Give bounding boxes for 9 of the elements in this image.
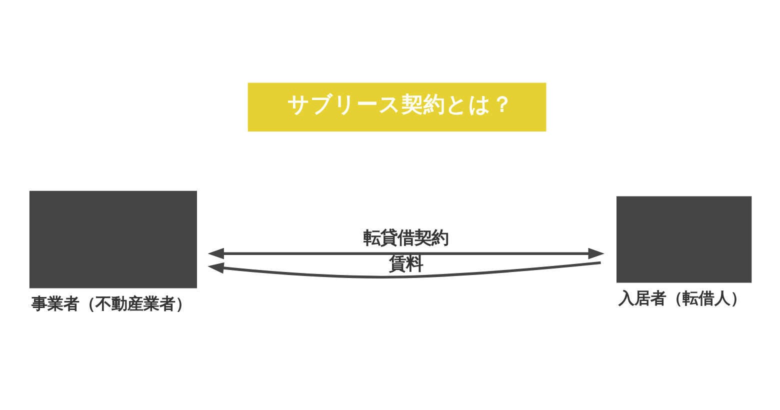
node-box <box>29 190 197 288</box>
node-label: 事業者（不動産業者） <box>32 293 192 312</box>
node-label: 入居者（転借人） <box>618 288 747 307</box>
edge-label: 転貸借契約 <box>364 228 449 248</box>
arrow <box>208 247 605 259</box>
node-box: サブリース契約とは？ <box>248 82 546 131</box>
arrow <box>208 260 601 278</box>
node-box <box>616 196 752 282</box>
edge-label: 賃料 <box>388 254 423 274</box>
